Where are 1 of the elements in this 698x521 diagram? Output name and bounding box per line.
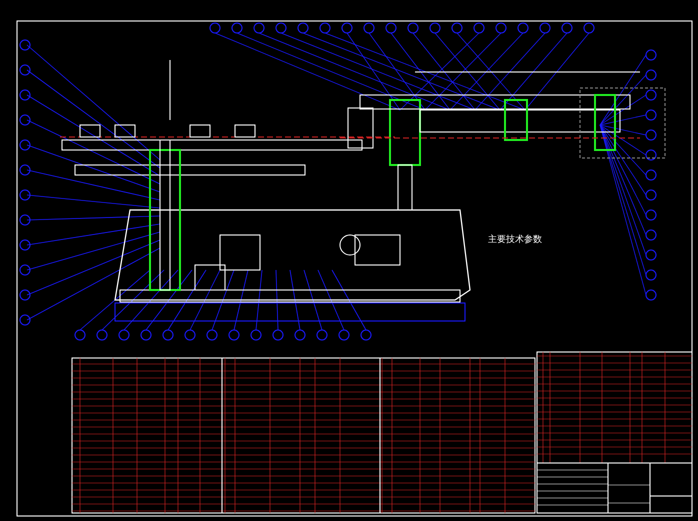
parameters-heading: 主要技术参数 [488, 234, 542, 246]
